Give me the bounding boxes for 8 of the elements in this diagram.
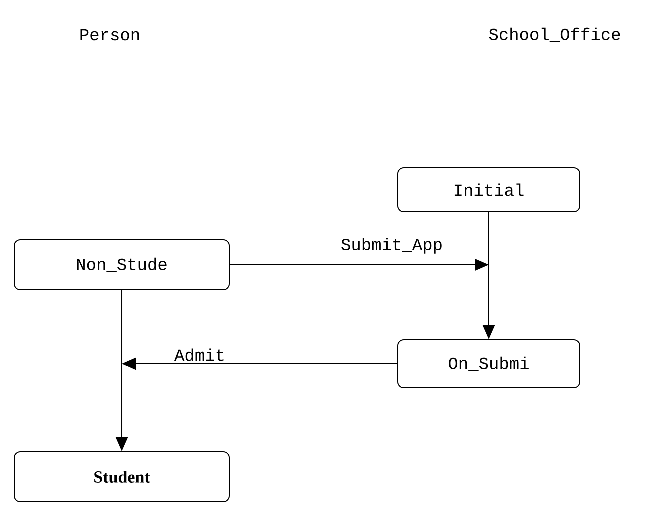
lane-heading: Person [80,29,140,41]
edge-label: Admit [174,348,226,362]
edge-label: Submit_App [340,237,444,255]
state-box: Student [14,452,230,502]
state-box: Non_Stude [14,240,230,290]
state-box: On_Submi [398,340,580,388]
state-box: Initial [398,168,580,212]
lane-heading: School_Office [489,28,620,42]
